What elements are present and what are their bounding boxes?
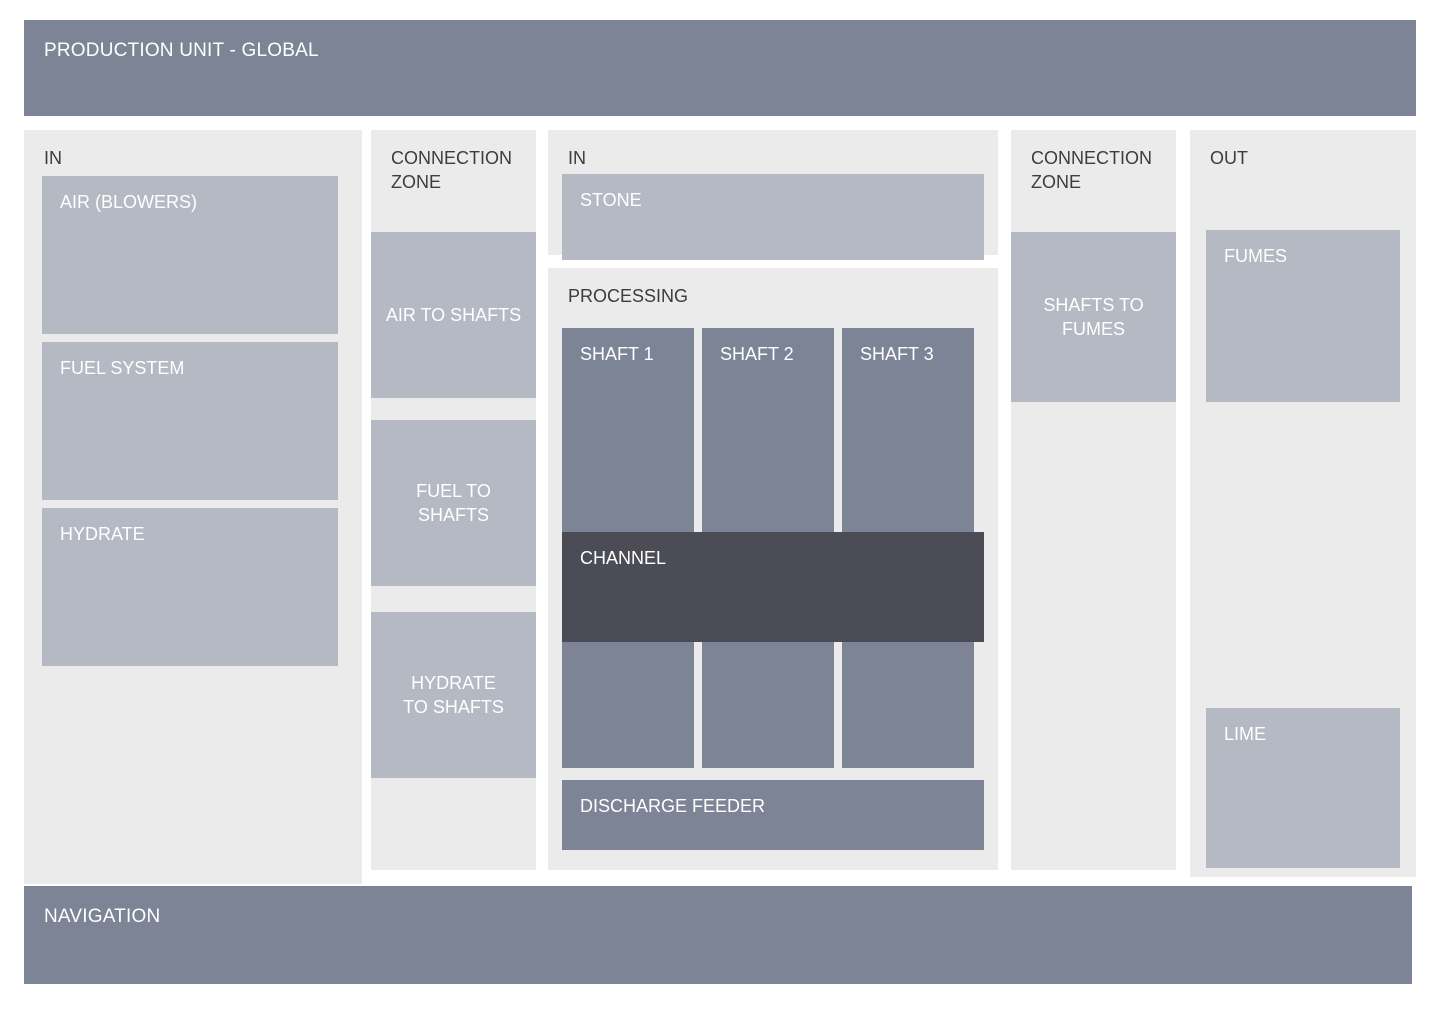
panel-out: OUT FUMES LIME bbox=[1190, 130, 1416, 877]
panel-title-connection-zone-left: CONNECTION ZONE bbox=[391, 148, 512, 192]
navigation-label: NAVIGATION bbox=[44, 906, 161, 927]
tile-label-air-blowers: AIR (BLOWERS) bbox=[60, 192, 198, 212]
tile-label-fuel-system: FUEL SYSTEM bbox=[60, 358, 185, 378]
tile-discharge-feeder[interactable]: DISCHARGE FEEDER bbox=[562, 780, 984, 850]
tile-air-blowers[interactable]: AIR (BLOWERS) bbox=[42, 176, 338, 334]
panel-title-in-left: IN bbox=[44, 148, 62, 168]
tile-hydrate[interactable]: HYDRATE bbox=[42, 508, 338, 666]
tile-hydrate-to-shafts[interactable]: HYDRATE TO SHAFTS bbox=[371, 612, 536, 778]
tile-channel[interactable]: CHANNEL bbox=[562, 532, 984, 642]
tile-label-shaft-1: SHAFT 1 bbox=[580, 344, 654, 364]
panel-in-center: IN STONE bbox=[548, 130, 998, 260]
tile-label-fuel-to-shafts: FUEL TO SHAFTS bbox=[416, 481, 491, 525]
tile-air-to-shafts[interactable]: AIR TO SHAFTS bbox=[371, 232, 536, 398]
tile-shafts-to-fumes[interactable]: SHAFTS TO FUMES bbox=[1011, 232, 1176, 402]
panel-connection-zone-right: CONNECTION ZONE SHAFTS TO FUMES bbox=[1011, 130, 1176, 870]
panel-title-out: OUT bbox=[1210, 148, 1248, 168]
tile-label-shaft-2: SHAFT 2 bbox=[720, 344, 794, 364]
page-title: PRODUCTION UNIT - GLOBAL bbox=[44, 40, 319, 61]
tile-stone[interactable]: STONE bbox=[562, 174, 984, 260]
panel-title-in-center: IN bbox=[568, 148, 586, 168]
tile-label-hydrate-to-shafts: HYDRATE TO SHAFTS bbox=[403, 673, 504, 717]
tile-label-channel: CHANNEL bbox=[580, 548, 667, 568]
panel-connection-zone-left: CONNECTION ZONE AIR TO SHAFTS FUEL TO SH… bbox=[371, 130, 536, 870]
tile-label-air-to-shafts: AIR TO SHAFTS bbox=[385, 305, 522, 325]
tile-label-lime: LIME bbox=[1224, 724, 1267, 744]
tile-label-stone: STONE bbox=[580, 190, 642, 210]
tile-fuel-system[interactable]: FUEL SYSTEM bbox=[42, 342, 338, 500]
navigation-bar[interactable]: NAVIGATION bbox=[24, 886, 1412, 984]
tile-label-fumes: FUMES bbox=[1224, 246, 1287, 266]
panel-title-processing: PROCESSING bbox=[568, 286, 689, 306]
tile-label-hydrate: HYDRATE bbox=[60, 524, 145, 544]
panel-processing: PROCESSING SHAFT 1 SHAFT 2 SHAFT 3 CHANN… bbox=[548, 268, 998, 870]
tile-fuel-to-shafts[interactable]: FUEL TO SHAFTS bbox=[371, 420, 536, 586]
tile-label-shafts-to-fumes: SHAFTS TO FUMES bbox=[1043, 295, 1144, 339]
panel-in-left: IN AIR (BLOWERS) FUEL SYSTEM HYDRATE bbox=[24, 130, 362, 884]
header-bar: PRODUCTION UNIT - GLOBAL bbox=[24, 20, 1416, 116]
tile-label-shaft-3: SHAFT 3 bbox=[860, 344, 934, 364]
panel-title-connection-zone-right: CONNECTION ZONE bbox=[1031, 148, 1152, 192]
tile-fumes[interactable]: FUMES bbox=[1206, 230, 1400, 402]
tile-label-discharge-feeder: DISCHARGE FEEDER bbox=[580, 796, 766, 816]
tile-lime[interactable]: LIME bbox=[1206, 708, 1400, 868]
